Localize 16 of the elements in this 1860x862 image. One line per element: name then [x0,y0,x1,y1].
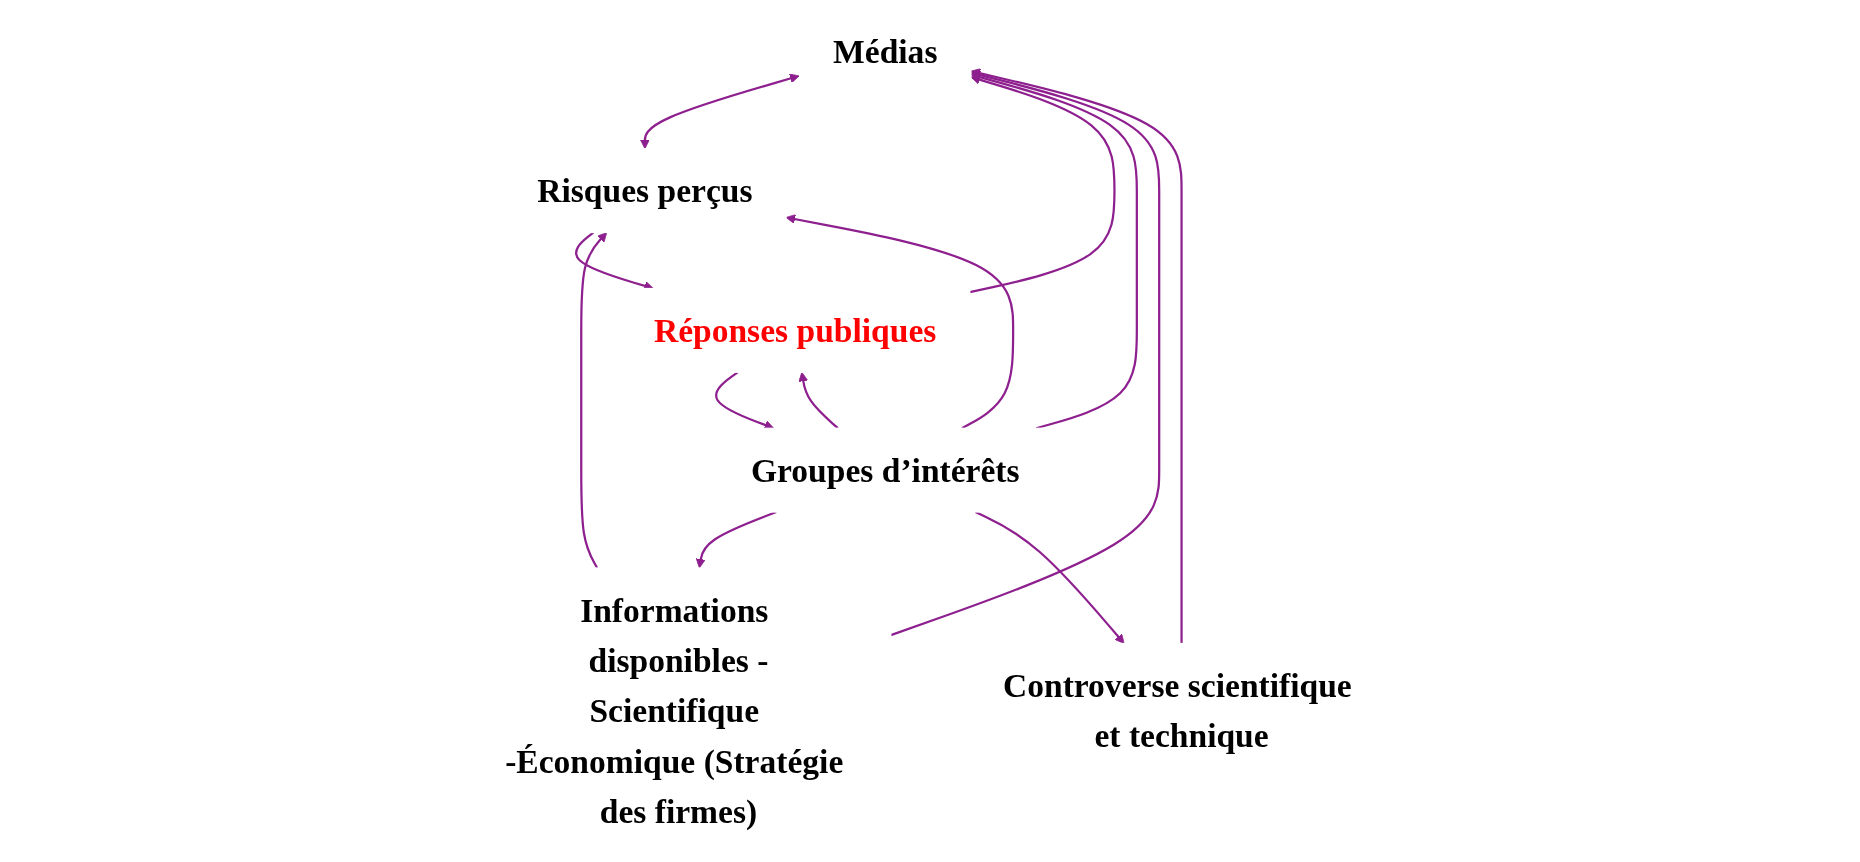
arrow [974,511,1125,644]
arrow [695,511,777,569]
node-text: Réponses publiques [653,311,937,349]
arrow [969,74,1116,294]
arrow [715,371,775,430]
arrow [890,70,1161,637]
node-text: Risques perçus [537,172,753,210]
node-text: Controverse scientifique et technique [1003,666,1352,755]
arrow [970,72,1138,430]
node-text: Informations disponibles -Scientifique -Économique (Stratégie des firmes) [505,591,844,830]
arrow [970,68,1183,644]
node-text: Groupes d’intérêts [750,451,1020,489]
arrow [580,232,608,569]
node-text: Médias [833,32,938,70]
arrow [640,73,800,150]
arrow [798,371,839,430]
